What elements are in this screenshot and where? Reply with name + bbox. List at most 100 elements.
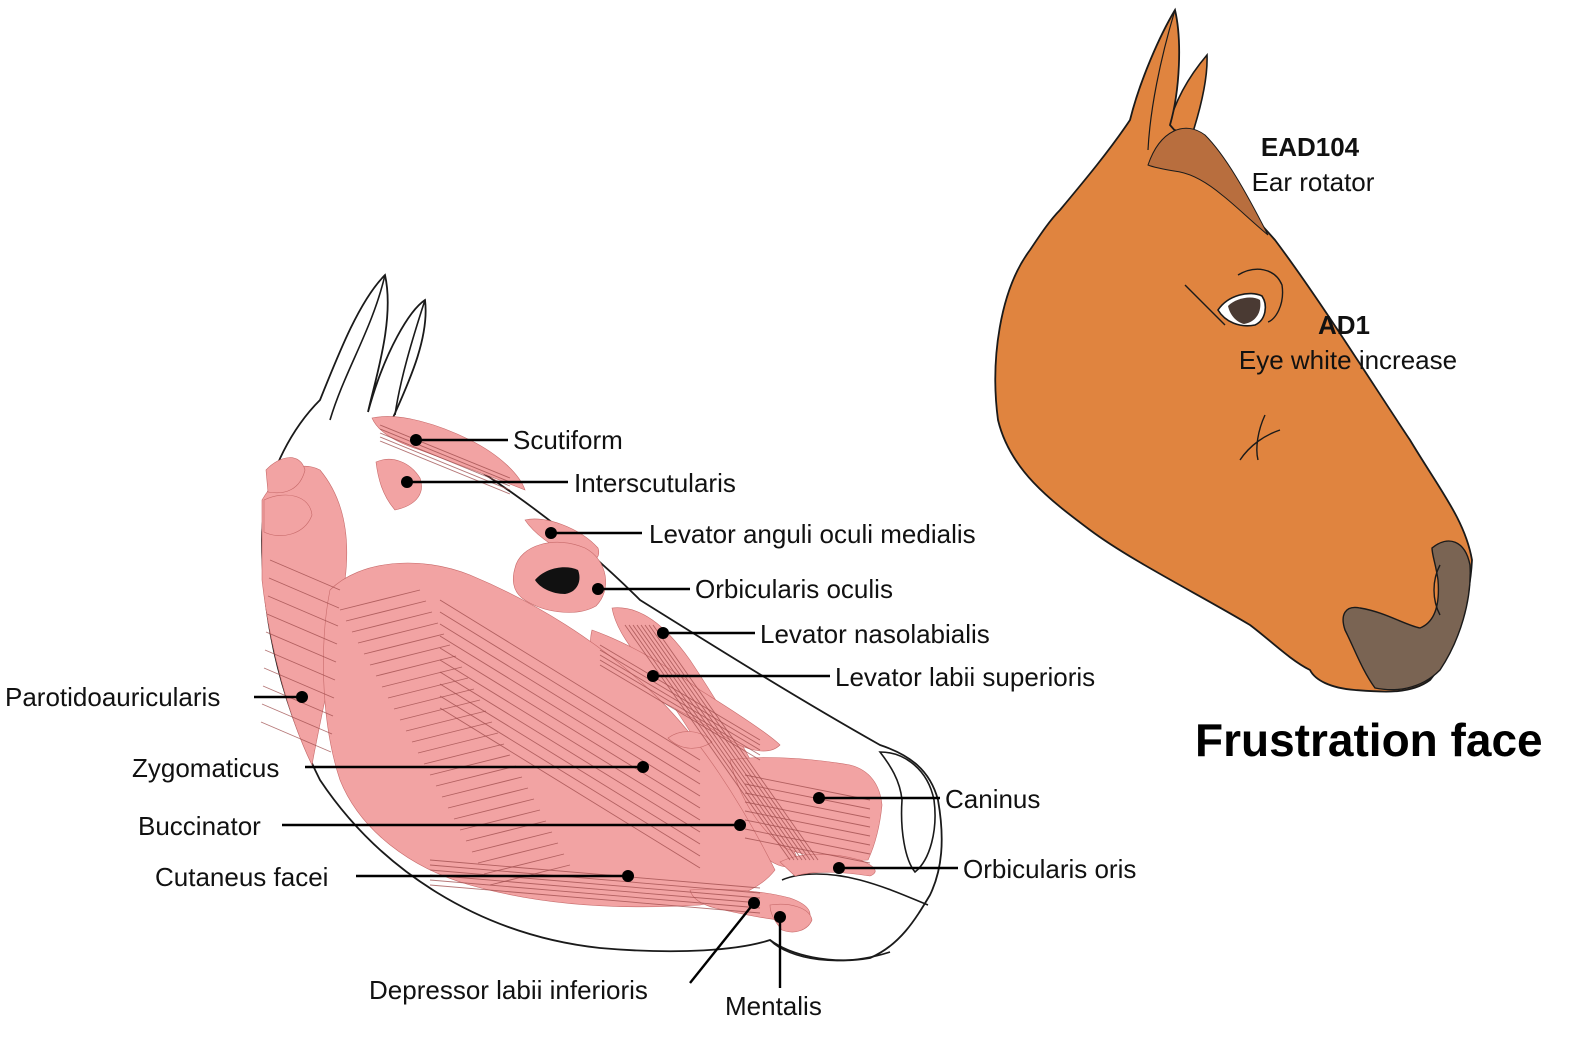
horse-jaw-line — [1239, 429, 1281, 461]
dot-levator-labii — [647, 670, 659, 682]
au-code-ad1: AD1 — [1318, 310, 1370, 340]
cutaneus-fiber — [429, 859, 761, 889]
levator-labii-fiber — [599, 664, 761, 761]
buccinator-fiber — [439, 683, 701, 845]
parotid-fiber — [269, 559, 341, 591]
levator-labii-fiber — [599, 644, 761, 741]
leaders — [254, 434, 958, 988]
parotid-fiber — [266, 613, 338, 645]
horse-eye-lid — [1237, 268, 1284, 323]
zygomaticus-fiber — [477, 842, 559, 864]
caninus-fiber — [744, 828, 871, 855]
buccinator-fiber — [439, 659, 701, 821]
zygomaticus-fiber — [393, 688, 475, 710]
zygomaticus-fiber — [369, 644, 451, 666]
dot-mentalis — [774, 911, 786, 923]
parotid-fiber — [265, 631, 337, 663]
levator-labii-fiber — [599, 654, 761, 751]
leader-depressor-labii — [689, 902, 755, 984]
levator-labii-fiber — [599, 649, 761, 746]
scutiform-fiber — [379, 424, 511, 479]
zygomaticus-fiber — [345, 600, 427, 622]
buccinator-fiber — [439, 611, 701, 773]
caninus-fiber — [744, 819, 871, 846]
zygomaticus-fiber — [399, 699, 481, 721]
scutiform-fiber — [379, 440, 511, 495]
zygomaticus-fiber — [441, 776, 523, 798]
parotid-fiber — [263, 667, 335, 699]
horse-jaw-line-2 — [1256, 414, 1266, 461]
label-parotidoauricularis: Parotidoauricularis — [5, 682, 220, 712]
levator-labii-fiber — [599, 659, 761, 756]
cutaneus-fiber — [429, 884, 761, 914]
zygomaticus-fiber — [459, 809, 541, 831]
nasolabialis-fiber — [644, 624, 811, 861]
nostril-outline — [878, 751, 936, 874]
parotid-fiber — [260, 721, 332, 753]
zygomaticus-fiber — [375, 655, 457, 677]
horse-pupil — [1228, 297, 1261, 324]
horse-ear-inner — [1147, 9, 1176, 151]
caninus-fiber — [744, 783, 871, 810]
eye — [535, 567, 580, 594]
nasolabialis-fiber — [624, 624, 791, 861]
dot-caninus — [813, 792, 825, 804]
buccinator-fiber — [439, 599, 701, 761]
muscle-caninus — [729, 757, 883, 861]
zygomaticus-fiber — [423, 743, 505, 765]
ear-detail-right — [394, 299, 426, 416]
nasolabialis-fiber — [632, 624, 799, 861]
nasolabialis-fiber — [628, 624, 795, 861]
au-code-ead104: EAD104 — [1261, 132, 1360, 162]
muscle-facial-patch — [667, 731, 713, 749]
label-zygomaticus: Zygomaticus — [132, 753, 279, 783]
muscle-parotid-mid — [263, 494, 313, 536]
caninus-fiber — [744, 801, 871, 828]
mouth-line — [781, 873, 929, 906]
zygomaticus-fiber — [453, 798, 535, 820]
horse-mane — [1147, 127, 1269, 236]
dot-levator-nasolabialis — [657, 627, 669, 639]
zygomaticus-fiber — [417, 732, 499, 754]
cutaneus-fiber — [429, 879, 761, 909]
zygomaticus-fiber — [339, 589, 421, 611]
horse-cheek-line — [1184, 284, 1226, 326]
buccinator-fiber — [439, 635, 701, 797]
dot-parotidoauricularis — [296, 691, 308, 703]
label-caninus: Caninus — [945, 784, 1040, 814]
caninus-fiber — [744, 774, 871, 801]
label-scutiform: Scutiform — [513, 425, 623, 455]
zygomaticus-fiber — [471, 831, 553, 853]
chin-line — [769, 939, 891, 962]
muscle-parotid-upper — [265, 457, 306, 494]
dot-orbicularis-oculis — [592, 583, 604, 595]
zygomaticus-fiber — [363, 633, 445, 655]
ear-detail-left — [329, 274, 386, 421]
zygomaticus-fiber — [447, 787, 529, 809]
parotid-fiber — [261, 703, 333, 735]
nasolabialis-fiber — [648, 624, 815, 861]
anatomy-head — [260, 273, 943, 962]
dot-cutaneus-facei — [622, 870, 634, 882]
cutaneus-fiber — [429, 869, 761, 899]
dot-scutiform — [410, 434, 422, 446]
zygomaticus-fiber — [351, 611, 433, 633]
cutaneus-fiber — [429, 864, 761, 894]
label-cutaneus-facei: Cutaneus facei — [155, 862, 328, 892]
caninus-fiber — [744, 792, 871, 819]
label-levator-labii: Levator labii superioris — [835, 662, 1095, 692]
buccinator-fiber — [439, 623, 701, 785]
horse-ear-back — [1167, 52, 1208, 136]
buccinator-fiber — [439, 695, 701, 857]
dot-buccinator — [734, 819, 746, 831]
buccinator-fiber — [439, 671, 701, 833]
zygomaticus-fiber — [429, 754, 511, 776]
action-unit-ead104: EAD104 Ear rotator — [1252, 132, 1375, 197]
dot-zygomaticus — [637, 761, 649, 773]
parotid-fiber — [264, 649, 336, 681]
dot-levator-anguli — [545, 527, 557, 539]
nasolabialis-fiber — [636, 624, 803, 861]
label-depressor-labii: Depressor labii inferioris — [369, 975, 648, 1005]
